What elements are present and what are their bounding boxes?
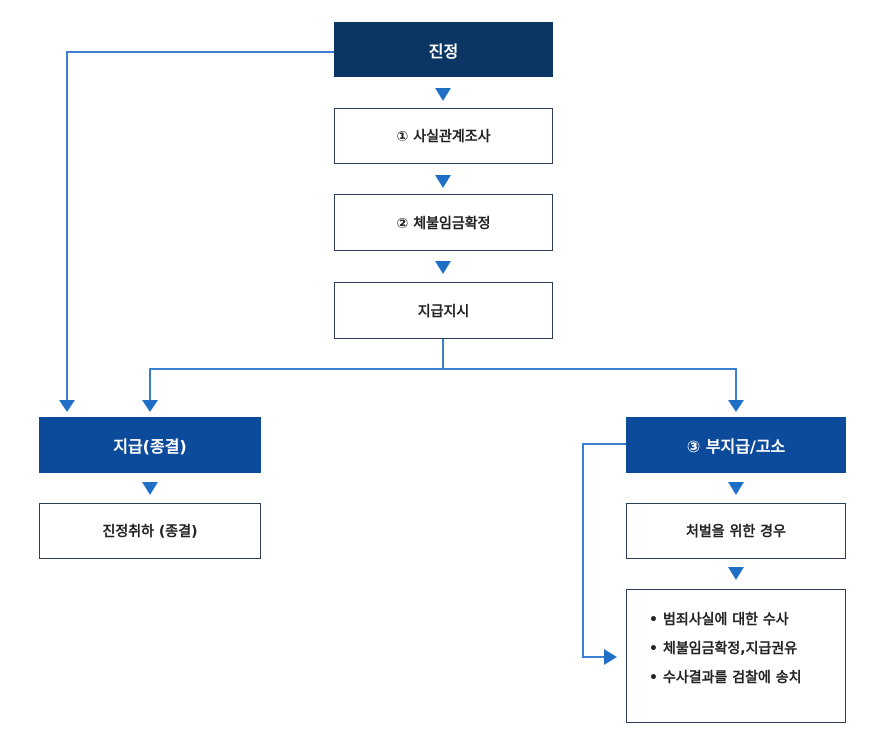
punishment-case-label: 처벌을 위한 경우 xyxy=(686,524,786,540)
wage-confirmation-node: ② 체불임금확정 xyxy=(334,194,553,251)
action-label: 체불임금확정,지급권유 xyxy=(663,641,798,657)
split-horizontal xyxy=(149,368,737,400)
arrow-petition-to-step1 xyxy=(435,88,451,101)
actions-list-node: • 범죄사실에 대한 수사 • 체불임금확정,지급권유 • 수사결과를 검찰에 송치 xyxy=(626,589,846,723)
list-item: • 범죄사실에 대한 수사 xyxy=(649,606,845,635)
arrow-to-actions-left xyxy=(604,649,617,665)
punishment-case-node: 처벌을 위한 경우 xyxy=(626,503,846,559)
nonpayment-complaint-node: ③ 부지급/고소 xyxy=(626,417,846,473)
fact-investigation-label: ① 사실관계조사 xyxy=(396,129,491,145)
petition-node: 진정 xyxy=(334,22,553,77)
arrow-nonpayment-to-punishment xyxy=(728,482,744,495)
action-label: 범죄사실에 대한 수사 xyxy=(663,612,789,628)
paid-closed-label: 지급(종결) xyxy=(113,437,187,456)
bullet-icon: • xyxy=(649,641,658,657)
arrow-step1-to-step2 xyxy=(435,175,451,188)
list-item: • 수사결과를 검찰에 송치 xyxy=(649,664,845,693)
withdrawal-closed-node: 진정취하 (종결) xyxy=(39,503,261,559)
arrow-to-nonpayment xyxy=(728,400,744,412)
bullet-icon: • xyxy=(649,670,658,686)
action-label: 수사결과를 검찰에 송치 xyxy=(663,670,802,686)
paid-closed-node: 지급(종결) xyxy=(39,417,261,473)
payment-order-label: 지급지시 xyxy=(417,303,470,320)
fact-investigation-node: ① 사실관계조사 xyxy=(334,108,553,164)
list-item: • 체불임금확정,지급권유 xyxy=(649,635,845,664)
nonpayment-bypass-connector xyxy=(582,443,626,658)
withdrawal-closed-label: 진정취하 (종결) xyxy=(102,524,198,540)
arrow-step2-to-order xyxy=(435,261,451,274)
petition-label: 진정 xyxy=(428,41,459,61)
arrow-to-paid xyxy=(142,400,158,412)
arrow-punishment-to-actions xyxy=(728,567,744,580)
payment-order-node: 지급지시 xyxy=(334,282,553,339)
arrow-paid-to-withdrawal xyxy=(142,482,158,495)
arrow-to-paid-left xyxy=(59,400,75,412)
nonpayment-complaint-label: ③ 부지급/고소 xyxy=(686,437,786,456)
bypass-connector xyxy=(66,51,334,400)
bullet-icon: • xyxy=(649,612,658,628)
wage-confirmation-label: ② 체불임금확정 xyxy=(396,215,491,232)
